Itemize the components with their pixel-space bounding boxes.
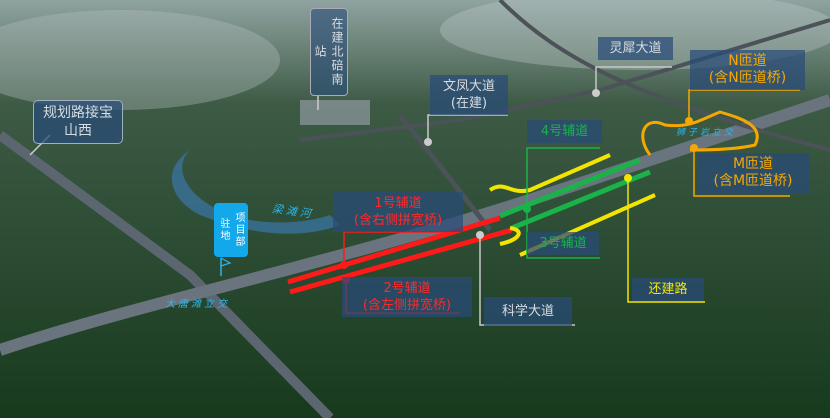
label-m-ramp: M匝道(含M匝道桥): [697, 153, 809, 193]
interchange-ramps: [641, 110, 759, 156]
wenfeng-name: 文凤大道: [442, 79, 495, 94]
label-rebuilt: 还建路: [632, 278, 704, 301]
aux2-name: 2号辅道: [383, 281, 431, 296]
river: [171, 150, 340, 234]
label-datang: 大唐滩立交: [165, 299, 230, 310]
m-ramp-name: M匝道: [732, 156, 774, 172]
label-shiziyan: 狮子岩立交: [676, 128, 737, 138]
aux1-note: (含右侧拼宽桥): [353, 213, 443, 228]
aux1-line: [287, 215, 501, 285]
label-planned-road: 规划路接宝山西: [33, 100, 123, 144]
aux1-name: 1号辅道: [374, 196, 422, 211]
label-n-ramp: N匝道(含N匝道桥): [690, 50, 805, 90]
aux2-line: [289, 227, 513, 295]
n-ramp-note: (含N匝道桥): [708, 70, 787, 86]
label-camp: 项目部驻地: [214, 203, 248, 257]
yellow-road: [488, 153, 611, 194]
label-wenfeng: 文凤大道 (在建): [430, 75, 508, 115]
m-ramp-note: (含M匝道桥): [713, 173, 793, 189]
label-aux2: 2号辅道 (含左侧拼宽桥): [342, 277, 472, 317]
aux4-line: [499, 157, 641, 219]
aux2-note: (含左侧拼宽桥): [362, 298, 452, 313]
wenfeng-status: (在建): [450, 96, 488, 111]
n-ramp-name: N匝道: [728, 53, 767, 69]
label-aux4: 4号辅道: [527, 120, 602, 143]
label-aux3: 3号辅道: [527, 232, 599, 255]
label-aux1: 1号辅道 (含右侧拼宽桥): [333, 192, 463, 232]
label-station: 在建北碚南站: [310, 8, 348, 96]
label-lingxi: 灵犀大道: [598, 37, 673, 60]
expressway: [0, 94, 830, 356]
label-science: 科学大道: [484, 297, 572, 326]
